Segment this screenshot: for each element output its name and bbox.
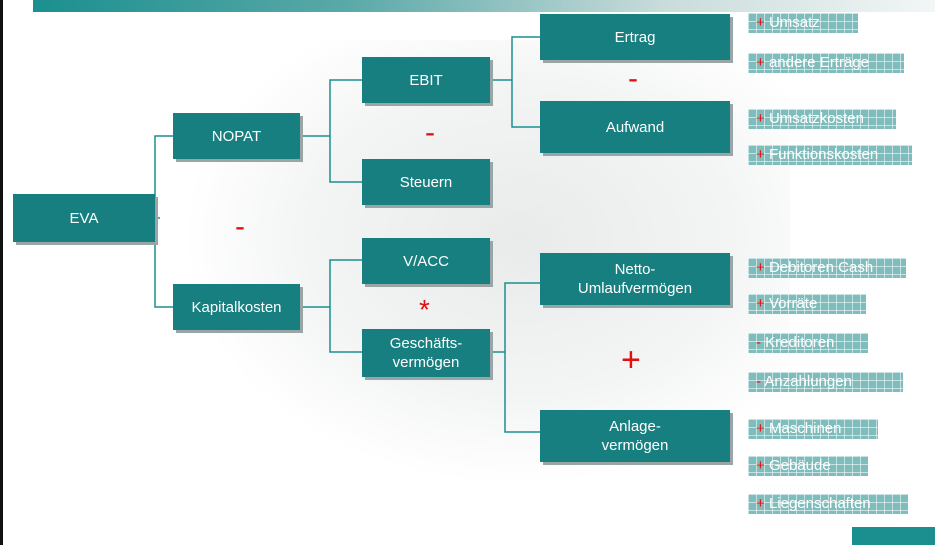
- tag-label: Gebäude: [768, 457, 831, 474]
- operator-ertrag-minus: -: [628, 62, 638, 95]
- tag-gebaeude: + Gebäude: [748, 456, 868, 476]
- connector-nopat: [300, 79, 362, 183]
- box-steuern: Steuern: [362, 159, 490, 205]
- box-netto-line2: Umlaufvermögen: [577, 280, 693, 297]
- box-ebit: EBIT: [362, 57, 490, 103]
- tag-label: Debitoren Cash: [768, 259, 874, 276]
- tag-sign: -: [756, 334, 761, 351]
- box-geschaeftsvermoegen: Geschäfts-vermögen: [362, 329, 490, 377]
- connector-kapital: [300, 259, 362, 353]
- box-anlage-line1: Anlage-: [609, 418, 661, 435]
- tag-kreditoren: - Kreditoren: [748, 333, 868, 353]
- tag-label: Umsatzkosten: [768, 110, 864, 127]
- box-nopat: NOPAT: [173, 113, 300, 159]
- tag-label: Kreditoren: [765, 334, 835, 351]
- tag-sign: +: [756, 54, 765, 71]
- tag-funktionskosten: + Funktionskosten: [748, 145, 912, 165]
- tag-sign: +: [756, 457, 765, 474]
- left-border: [0, 0, 3, 545]
- box-eva: EVA: [13, 194, 155, 242]
- tag-label: Funktionskosten: [768, 146, 879, 163]
- tag-umsatz: + Umsatz: [748, 13, 858, 33]
- tag-sign: -: [756, 373, 761, 390]
- tag-sign: +: [756, 420, 765, 437]
- box-netto-umlaufvermoegen: Netto- Umlaufvermögen: [540, 253, 730, 305]
- top-band: [33, 0, 935, 12]
- tag-liegenschaften: + Liegenschaften: [748, 494, 908, 514]
- corner-box: [852, 527, 935, 545]
- connector-ebit: [490, 36, 540, 128]
- operator-ebit-minus: -: [425, 116, 435, 149]
- tag-maschinen: + Maschinen: [748, 419, 878, 439]
- tag-sign: +: [756, 495, 765, 512]
- box-anlagevermoegen: Anlage-vermögen: [540, 410, 730, 462]
- box-vacc: V/ACC: [362, 238, 490, 284]
- tag-vorraete: + Vorräte: [748, 294, 866, 314]
- box-kapitalkosten: Kapitalkosten: [173, 284, 300, 330]
- box-geschaeftsvermoegen-line1: Geschäfts-: [389, 335, 463, 352]
- box-aufwand: Aufwand: [540, 101, 730, 153]
- box-anlage-line2: vermögen: [601, 437, 669, 454]
- tag-umsatzkosten: + Umsatzkosten: [748, 109, 896, 129]
- tag-label: Umsatz: [768, 14, 820, 31]
- tag-sign: +: [756, 259, 765, 276]
- tag-sign: +: [756, 14, 765, 31]
- tag-label: Anzahlungen: [764, 373, 852, 390]
- tag-debitoren-cash: + Debitoren Cash: [748, 258, 906, 278]
- box-ertrag: Ertrag: [540, 14, 730, 60]
- operator-vermoegen-plus: +: [621, 341, 641, 379]
- tag-label: Liegenschaften: [768, 495, 871, 512]
- tag-label: Vorräte: [768, 295, 818, 312]
- tag-label: Maschinen: [768, 420, 842, 437]
- box-netto-line1: Netto-: [614, 261, 656, 278]
- box-geschaeftsvermoegen-line2: vermögen: [392, 354, 460, 371]
- tag-sign: +: [756, 295, 765, 312]
- operator-eva-minus: -: [235, 210, 245, 243]
- tag-sign: +: [756, 110, 765, 127]
- connector-vermoegen: [490, 282, 540, 433]
- tag-sign: +: [756, 146, 765, 163]
- operator-kapital-multiply: *: [419, 294, 430, 325]
- tag-label: andere Erträge: [768, 54, 870, 71]
- tag-andere-ertraege: + andere Erträge: [748, 53, 904, 73]
- tag-anzahlungen: - Anzahlungen: [748, 372, 903, 392]
- connector-eva: [154, 135, 173, 308]
